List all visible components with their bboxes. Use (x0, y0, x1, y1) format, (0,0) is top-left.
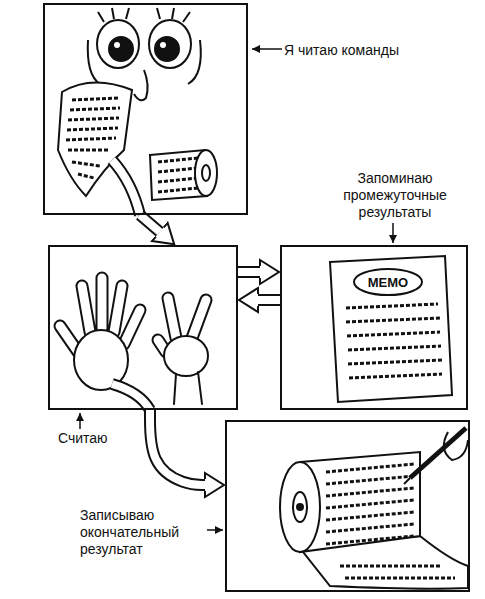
arrow-tail (112, 384, 150, 410)
illustration-panel: Запоминаю промежуточные результаты (280, 245, 468, 410)
counting-hands (60, 278, 208, 410)
memo-oval (354, 269, 422, 295)
arrow-shaft-outline (150, 410, 205, 485)
arrow-tail-inner (112, 384, 150, 410)
roll-core (293, 492, 307, 522)
arrow-shaft (140, 215, 160, 232)
roll-end (195, 150, 217, 196)
leader-line (392, 223, 394, 243)
memo-sheet (330, 256, 452, 402)
output-roll (280, 428, 468, 589)
arrow-shaft (258, 296, 280, 304)
memo-writing (346, 304, 442, 378)
memo-paper (330, 256, 452, 402)
leader-line (79, 413, 81, 429)
arrow-shaft (150, 410, 205, 485)
flow-arrow (238, 272, 260, 273)
arrow-shaft-outline (140, 215, 160, 232)
pen-tip (404, 478, 410, 484)
flow-arrow (140, 215, 160, 232)
leader-line (252, 48, 282, 50)
roll-end (280, 462, 320, 552)
illustration-panel: Записываю окончательный результат (225, 420, 470, 592)
illustration-panel: Считаю (48, 245, 238, 410)
illustration-panel: Я читаю команды (43, 3, 248, 215)
flow-arrow (150, 410, 205, 485)
arrow-shaft-outline (238, 266, 260, 278)
panel-caption: Считаю (58, 430, 108, 447)
pupil (109, 37, 133, 61)
memo-title: MEMO (368, 275, 408, 290)
nose (134, 70, 148, 100)
leader-line (207, 529, 223, 531)
eye (149, 20, 191, 68)
flow-arrow (258, 300, 280, 301)
pen (410, 428, 466, 478)
pupil (155, 37, 179, 61)
roll-writing (326, 464, 414, 544)
reader-figure (58, 8, 217, 215)
strip-writing (340, 566, 455, 578)
eye-glint (160, 42, 166, 48)
arrow-shaft-outline (258, 294, 280, 306)
eye-glint (114, 42, 120, 48)
arrow-tail (112, 160, 140, 215)
wrist (174, 372, 202, 404)
roll-hole (297, 504, 303, 510)
roll-writing (158, 158, 198, 192)
fist (164, 336, 208, 376)
arrow-shaft (238, 268, 260, 276)
panel-caption: Запоминаю промежуточные результаты (330, 170, 460, 221)
eyelashes (98, 8, 190, 22)
panel-caption: Я читаю команды (284, 42, 399, 59)
arrow-tail-inner (112, 160, 140, 215)
eye (97, 20, 139, 68)
roll-core (202, 165, 210, 181)
panel-caption: Записываю окончательный результат (80, 507, 205, 558)
